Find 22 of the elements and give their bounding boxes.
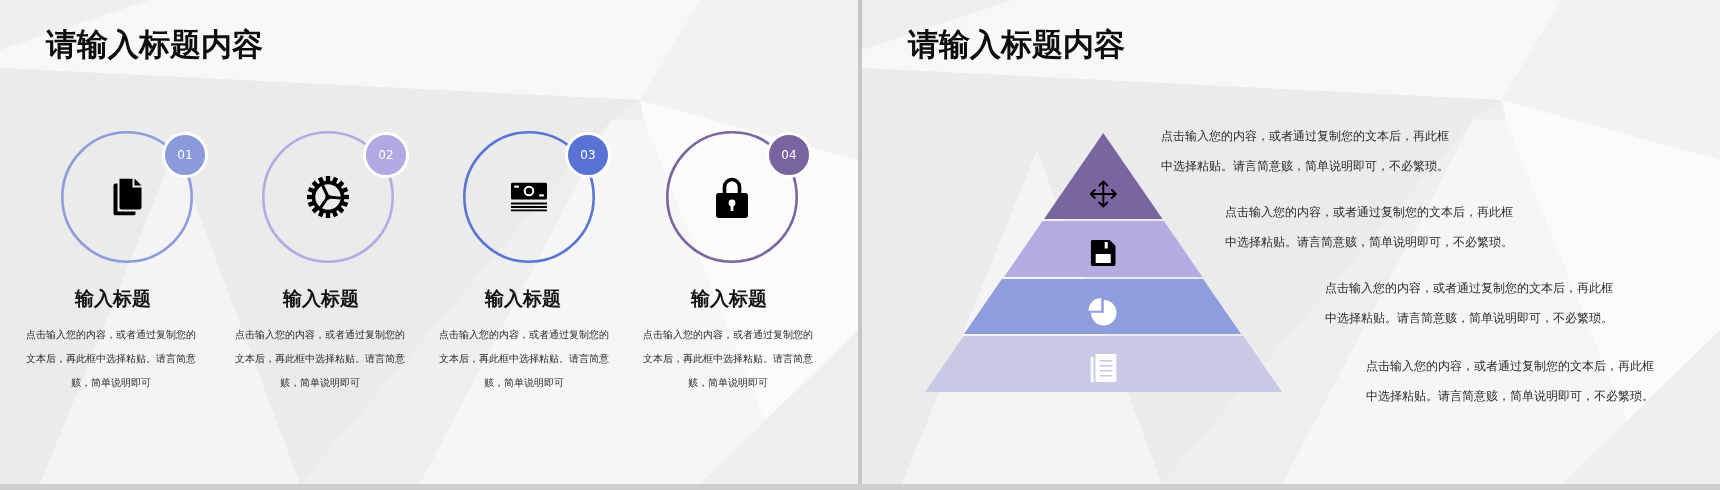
item-heading: 输入标题 xyxy=(485,286,561,310)
item-heading: 输入标题 xyxy=(283,286,359,310)
slide-title: 请输入标题内容 xyxy=(908,26,1125,62)
slide-title: 请输入标题内容 xyxy=(46,26,263,62)
item-heading: 输入标题 xyxy=(75,286,151,310)
pyramid-layer xyxy=(1003,221,1203,277)
item-heading: 输入标题 xyxy=(691,286,767,310)
circle-frame xyxy=(463,131,595,263)
description-text: 点击输入您的内容，或者通过复制您的文本后，再此框中选择粘贴。请言简意赅，简单说明即可 xyxy=(234,328,406,390)
description-text: 点击输入您的内容，或者通过复制您的文本后，再此框中选择粘贴。请言简意赅，简单说明即可 xyxy=(438,328,610,390)
circle-frame xyxy=(61,131,193,263)
pyramid-layer xyxy=(964,279,1242,334)
pyramid-layer xyxy=(1043,133,1163,219)
circle-frame xyxy=(262,131,394,263)
description-text: 点击输入您的内容，或者通过复制您的文本后，再此框中选择粘贴。请言简意赅，简单说明即可 xyxy=(642,328,814,390)
description-text: 点击输入您的内容，或者通过复制您的文本后，再此框中选择粘贴。请言简意赅，简单说明即可，不必繁琐。 xyxy=(1325,280,1614,327)
description-text: 点击输入您的内容，或者通过复制您的文本后，再此框中选择粘贴。请言简意赅，简单说明即可，不必繁琐。 xyxy=(1225,204,1514,251)
circle-frame xyxy=(666,131,798,263)
description-text: 点击输入您的内容，或者通过复制您的文本后，再此框中选择粘贴。请言简意赅，简单说明即可，不必繁琐。 xyxy=(1161,128,1450,175)
description-text: 点击输入您的内容，或者通过复制您的文本后，再此框中选择粘贴。请言简意赅，简单说明即可 xyxy=(25,328,197,390)
description-text: 点击输入您的内容，或者通过复制您的文本后，再此框中选择粘贴。请言简意赅，简单说明即可，不必繁琐。 xyxy=(1366,358,1655,405)
pyramid-layer xyxy=(924,336,1282,392)
